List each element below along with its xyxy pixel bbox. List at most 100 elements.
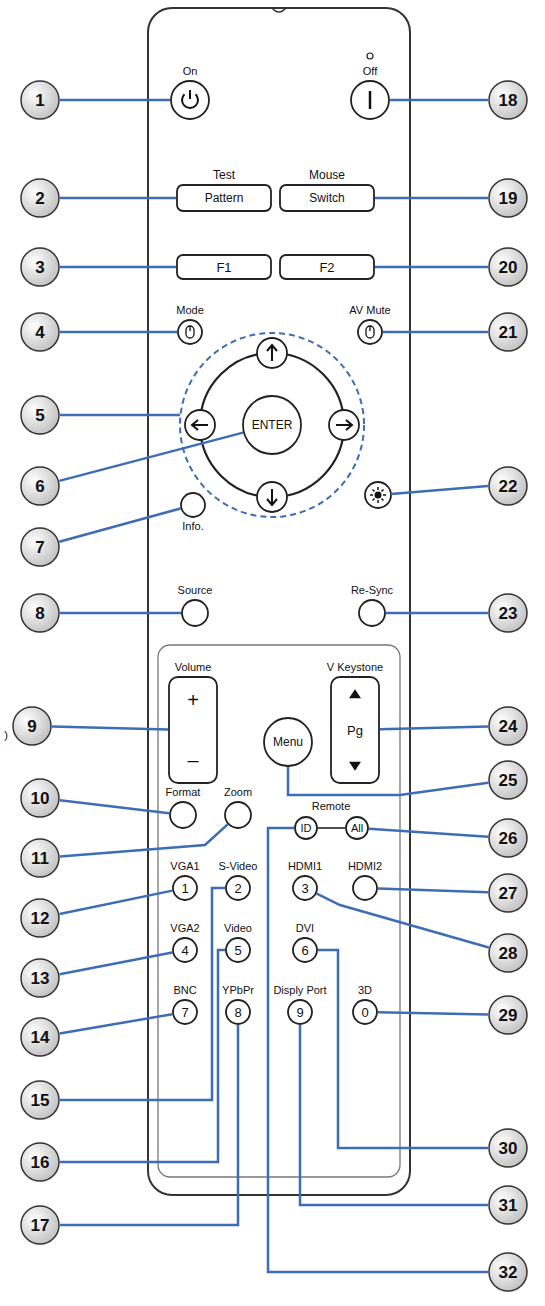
remote-button: Video5: [225, 937, 251, 963]
button-label: V Keystone: [327, 662, 383, 673]
button-circle: [353, 876, 377, 900]
leader-line: [60, 950, 225, 1162]
leader-line: [60, 800, 169, 813]
button-label: Mode: [176, 305, 204, 316]
button-label: Info.: [182, 521, 203, 532]
callout-number: 25: [499, 772, 518, 789]
callout-number: 26: [499, 830, 518, 847]
callout-circle: 10: [20, 778, 60, 818]
callout-number: 30: [499, 1140, 518, 1157]
callout-circle-shape: [489, 707, 527, 745]
button-rect: [177, 255, 271, 279]
button-shape-layer: [357, 319, 383, 345]
button-label: Zoom: [224, 787, 252, 798]
callout-circle-shape: [489, 467, 527, 505]
button-text: –: [187, 750, 198, 770]
button-shape-layer: [180, 492, 206, 518]
callout-circle-shape: [21, 959, 59, 997]
down-button: [257, 482, 287, 512]
remote-button: S-Video2: [225, 875, 251, 901]
callout-circle-shape: [21, 779, 59, 817]
callout-circle-shape: [489, 248, 527, 286]
sun-rays: [370, 487, 386, 503]
button-label: Disply Port: [273, 985, 326, 996]
button-rect: [177, 185, 271, 211]
left-arrow: [192, 420, 208, 430]
button-circle: [351, 81, 389, 119]
callout-number: 8: [35, 605, 44, 622]
callout-circle: 13: [20, 958, 60, 998]
remote-button: Re-Sync: [358, 599, 386, 627]
dashed-outline: [180, 333, 364, 517]
leader-line: [390, 99, 488, 102]
up-arrow: [267, 345, 277, 361]
remote-button: F2: [279, 254, 375, 280]
callout-circle: 15: [20, 1080, 60, 1120]
remote-button: Zoom: [224, 801, 252, 829]
leader-line: [60, 99, 170, 102]
remote-button: Source: [181, 599, 209, 627]
callout-circle: 29: [488, 995, 528, 1035]
button-text: 1: [181, 882, 188, 895]
leader-line: [386, 612, 488, 615]
button-circle: [225, 802, 251, 828]
button-text: 5: [234, 944, 241, 957]
remote-button: V KeystonePg: [330, 676, 380, 784]
callout-number: 16: [31, 1154, 50, 1171]
callout-circle-shape: [21, 594, 59, 632]
button-label: On: [183, 66, 198, 77]
callout-circle: 5: [20, 395, 60, 435]
button-shape-layer: [350, 80, 390, 120]
right-button: [329, 410, 359, 440]
callout-circle: 16: [20, 1142, 60, 1182]
callout-circle-shape: [21, 839, 59, 877]
leader-line: [317, 894, 489, 948]
button-text: 6: [301, 944, 308, 957]
leader-line: [318, 827, 345, 829]
backlight-button: [365, 482, 391, 508]
leader-line: [375, 197, 488, 200]
button-label: VGA2: [170, 923, 199, 934]
callout-number: 2: [35, 190, 44, 207]
leader-line: [60, 414, 180, 417]
leader-line: [52, 726, 168, 729]
sun-icon: [375, 492, 382, 499]
mouse-icon: [366, 326, 374, 338]
leader-line: [383, 331, 488, 334]
callout-circle: 7: [20, 527, 60, 567]
leader-line: [60, 891, 173, 914]
button-circle: [293, 938, 317, 962]
remote-button: HDMI2: [352, 875, 378, 901]
remote-button: Info.: [180, 492, 206, 518]
button-circle: [173, 876, 197, 900]
remote-button: ID: [294, 816, 318, 840]
button-label: Source: [178, 585, 213, 596]
callout-circle: 14: [20, 1017, 60, 1057]
button-label: AV Mute: [349, 305, 390, 316]
callout-number: 20: [499, 259, 518, 276]
button-label: HDMI1: [288, 861, 322, 872]
button-text: 9: [296, 1006, 303, 1019]
remote-button: All: [345, 816, 369, 840]
button-shape-layer: [181, 599, 209, 627]
callout-circle: 30: [488, 1128, 528, 1168]
button-circle: [170, 802, 196, 828]
off-symbol: [367, 53, 373, 59]
right-arrow: [336, 420, 352, 430]
callout-circle-shape: [13, 707, 51, 745]
callout-circle: 9: [12, 706, 52, 746]
remote-button: BNC7: [172, 999, 198, 1025]
up-button: [257, 338, 287, 368]
button-text: 8: [234, 1006, 241, 1019]
callout-circle: 12: [20, 898, 60, 938]
callout-circle-shape: [21, 248, 59, 286]
button-rect: [331, 677, 379, 783]
button-label: YPbPr: [222, 985, 254, 996]
callout-number: 15: [31, 1092, 50, 1109]
remote-button: Off: [350, 80, 390, 120]
leader-line: [59, 433, 243, 481]
callout-circle: 31: [488, 1185, 528, 1225]
leader-line: [378, 888, 488, 892]
